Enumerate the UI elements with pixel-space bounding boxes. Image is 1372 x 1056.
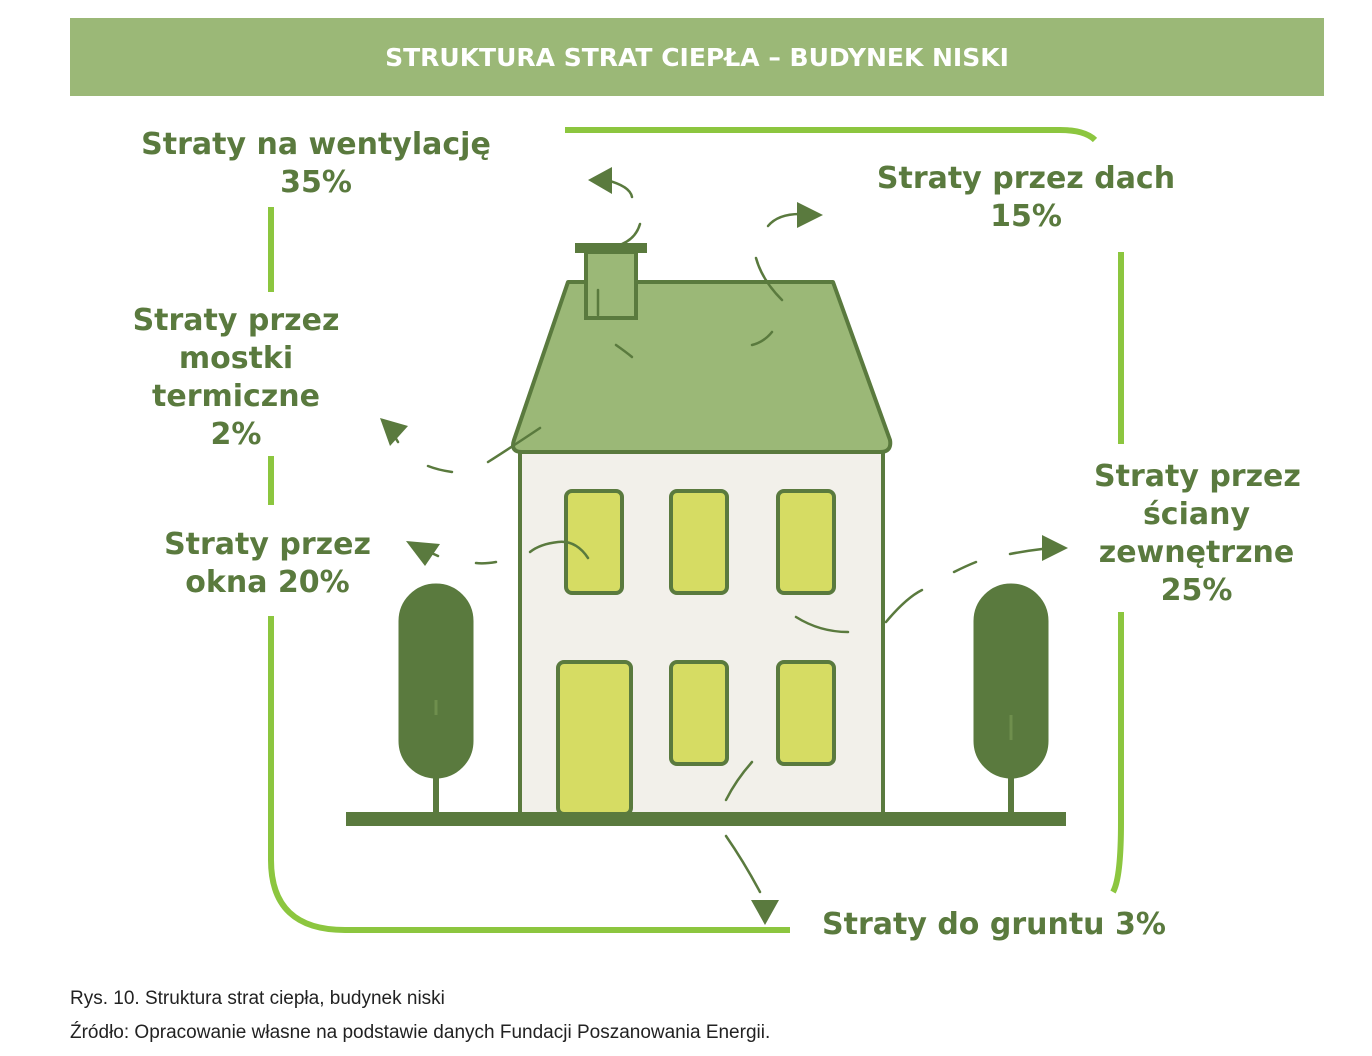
label-bridges-line2: mostki: [178, 341, 294, 376]
door: [556, 660, 633, 816]
heat-flow-arrow-icon: [380, 167, 1068, 925]
ground-line: [346, 812, 1066, 826]
frame-lines: [268, 127, 1124, 933]
arrow-walls: [1042, 535, 1068, 561]
label-roof-name: Straty przez dach: [876, 161, 1176, 196]
arrow-bridges: [380, 418, 408, 446]
label-walls-line3: zewnętrzne: [1098, 535, 1295, 570]
arrow-windows: [406, 541, 440, 566]
label-windows-line1: Straty przez: [164, 527, 371, 562]
source-caption: Źródło: Opracowanie własne na podstawie …: [70, 1022, 771, 1043]
frame-left-bottom-line: [268, 616, 790, 933]
window: [669, 489, 729, 595]
tree-icon: [973, 583, 1049, 812]
label-ventilation-value: 35%: [280, 165, 352, 200]
window: [564, 489, 624, 595]
window: [776, 489, 836, 595]
label-thermal-bridges: Straty przez mostki termiczne 2%: [126, 302, 346, 454]
label-ventilation-name: Straty na wentylację: [141, 127, 491, 162]
label-windows-line2: okna 20%: [185, 565, 350, 600]
label-ventilation: Straty na wentylację 35%: [140, 126, 492, 202]
label-ground: Straty do gruntu 3%: [822, 906, 1166, 944]
label-bridges-line3: termiczne: [152, 379, 320, 414]
house-icon: [511, 243, 893, 816]
diagram-title: STRUKTURA STRAT CIEPŁA – BUDYNEK NISKI: [385, 42, 1009, 72]
figure-caption: Rys. 10. Struktura strat ciepła, budynek…: [70, 988, 445, 1009]
label-bridges-line1: Straty przez: [132, 303, 340, 338]
windows: [556, 489, 836, 816]
arrow-ground: [751, 900, 779, 925]
label-bridges-value: 2%: [210, 417, 262, 452]
arrow-ventilation: [588, 167, 612, 194]
chimney-icon: [575, 243, 647, 320]
window: [669, 660, 729, 766]
label-ground-text: Straty do gruntu 3%: [822, 907, 1166, 942]
label-walls-line2: ściany: [1142, 497, 1251, 532]
label-walls-line1: Straty przez: [1094, 459, 1301, 494]
frame-right-lower-line: [1110, 612, 1124, 894]
header-bar: STRUKTURA STRAT CIEPŁA – BUDYNEK NISKI: [70, 18, 1324, 96]
frame-top-line: [565, 127, 1098, 143]
label-roof-value: 15%: [990, 199, 1062, 234]
heat-flow-lines: [390, 178, 1044, 894]
house-roof: [511, 280, 893, 454]
label-roof: Straty przez dach 15%: [876, 160, 1176, 236]
label-walls-value: 25%: [1160, 573, 1233, 608]
tree-icon: [398, 583, 474, 812]
label-windows: Straty przez okna 20%: [160, 526, 375, 602]
window: [776, 660, 836, 766]
label-walls: Straty przez ściany zewnętrzne 25%: [1094, 458, 1301, 610]
arrow-roof: [797, 202, 823, 228]
